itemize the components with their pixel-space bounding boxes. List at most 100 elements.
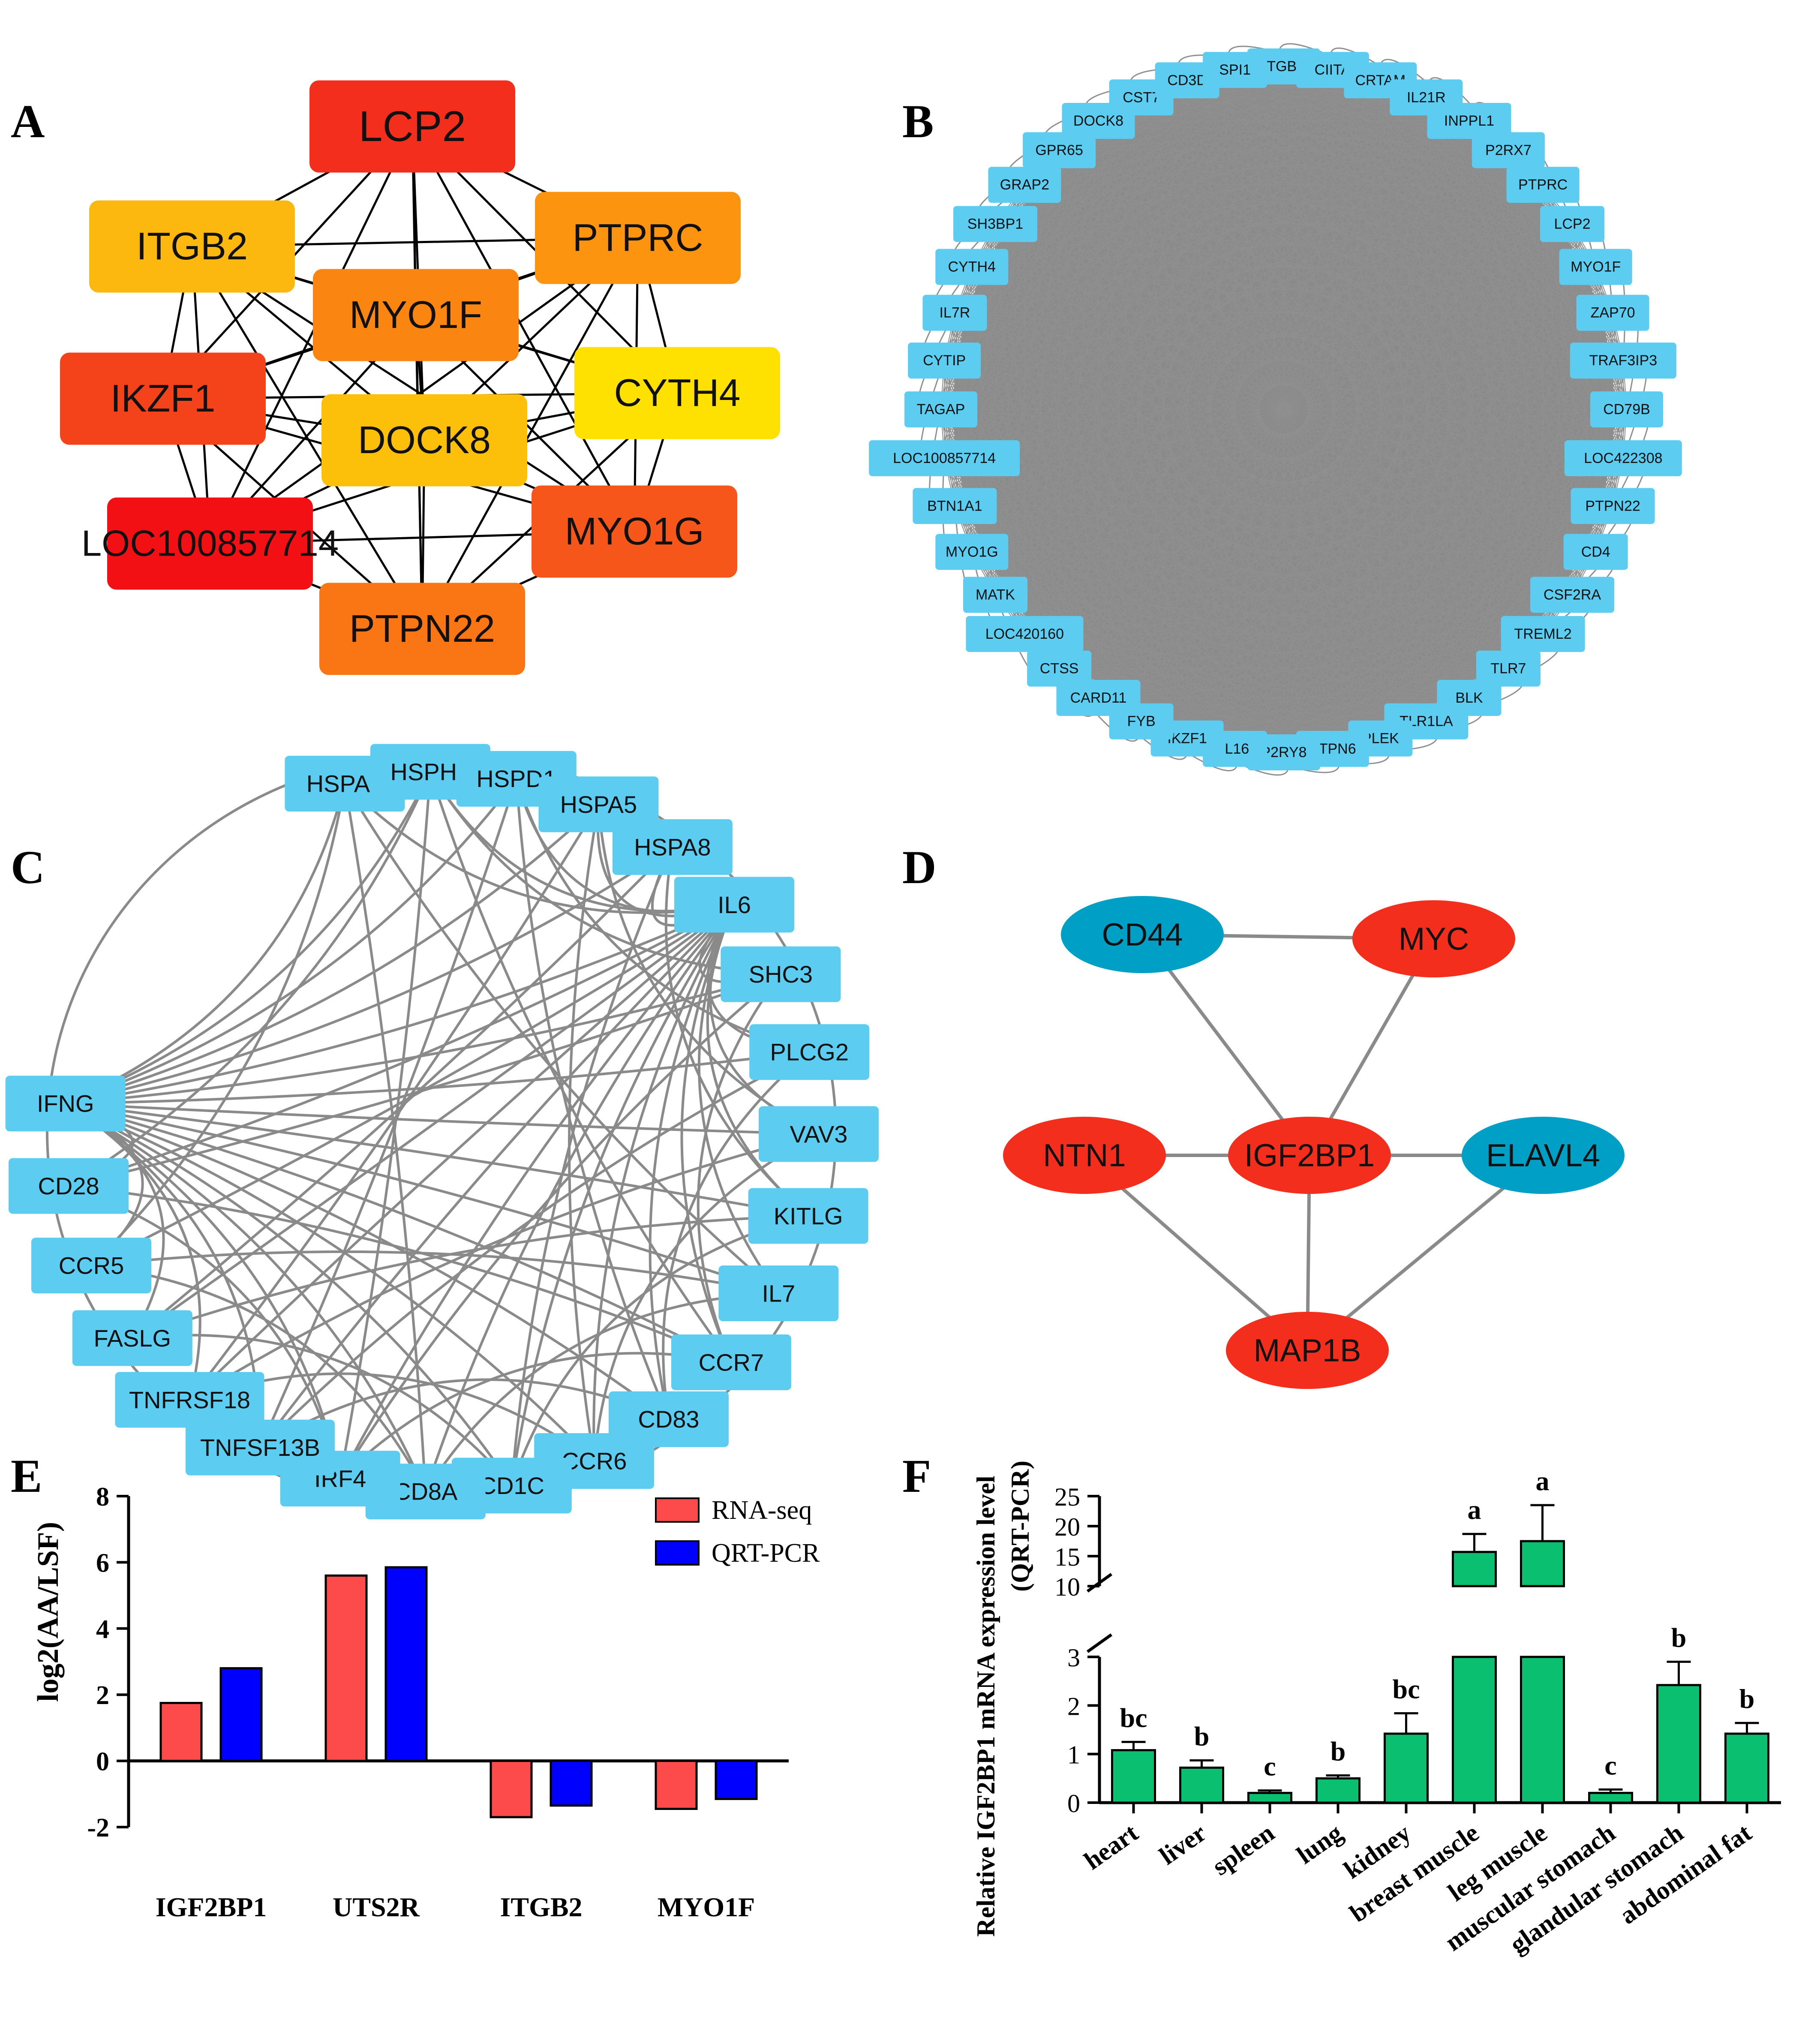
bar-rna-seq-itgb2 [490,1760,533,1819]
node-inppl1 [1427,102,1511,139]
edge [1098,69,1236,698]
edge [1141,97,1469,121]
edge [944,457,1596,553]
edge [1426,267,1596,722]
legend-label: QRT-PCR [712,1539,820,1568]
node-label: LCP2 [1554,216,1590,232]
node-label: CD3D [1167,72,1207,88]
edge [1234,69,1427,721]
edge [944,457,1613,507]
node-label: CD28 [38,1172,99,1199]
edge [944,458,1333,749]
node-label: IL7 [762,1280,795,1307]
edge [1024,184,1381,739]
significance-letter: bc [1393,1674,1420,1704]
node-label: IL16 [1221,741,1249,757]
edge [944,69,1235,361]
node-label: MYO1G [946,544,998,560]
bar-body [1656,1684,1701,1804]
node-cd79b [1590,391,1663,427]
bar-body-upper [1452,1551,1497,1587]
node-myc [1352,900,1515,977]
node-label: CTSS [1040,661,1079,677]
edge [995,80,1188,595]
edge [995,594,1509,669]
edge [954,69,1235,506]
edge [1332,360,1624,749]
node-label: CYTH4 [948,259,996,275]
node-loc422308 [1564,440,1682,476]
edge [1332,70,1381,739]
node-label: CYTIP [923,352,966,369]
y-tick-label: -2 [87,1813,109,1843]
edge [1508,185,1544,669]
node-label: TRAF3IP3 [1589,352,1657,369]
node-label: GRAP2 [1000,177,1049,193]
edge [940,409,1427,722]
bar-body-lower [1452,1656,1497,1804]
significance-letter: b [1194,1721,1210,1751]
node-card11 [1056,680,1141,716]
edge [944,360,1235,749]
node-elavl4 [1462,1117,1625,1194]
edge [1141,551,1596,722]
edge [65,771,432,1105]
edge [1024,184,1142,721]
edge [1186,80,1236,749]
edge [1024,184,1427,722]
edge [515,778,810,1053]
node-p2rx7 [1472,132,1545,168]
bar-qrt-pcr-igf2bp1 [219,1667,263,1762]
edge [510,846,674,1486]
edge [1186,80,1613,507]
edge [995,223,1333,749]
edge [1098,120,1284,753]
edge [1380,80,1613,506]
edge [1024,633,1508,669]
node-label: IKZF1 [1167,730,1207,747]
node-label: MATK [976,587,1015,603]
edge [1024,150,1508,186]
edge [995,360,1624,595]
edge [592,904,736,1461]
node-label: IL6 [718,891,751,918]
node-label: TNFRSF18 [129,1386,250,1413]
edge [1234,69,1624,361]
node-label: VAV3 [790,1121,848,1148]
edge [649,904,736,1420]
edge [65,1102,595,1462]
node-label: CD4 [1581,544,1610,560]
edge [944,80,1188,459]
bar-heart [1111,1740,1156,1804]
significance-letter: c [1604,1750,1616,1780]
edge [1186,80,1470,698]
edge [1141,97,1284,753]
node-label: BLK [1455,690,1483,706]
edge [1234,120,1470,749]
edge [1024,185,1060,669]
edge [1024,312,1613,634]
node-gpr65 [1023,132,1096,168]
node-sh3bp1 [953,206,1037,242]
edge [955,312,1623,361]
node-label: P2RY8 [1261,744,1306,760]
node-itgb2 [89,200,295,293]
edge [1024,184,1613,313]
edge [971,267,1142,722]
edge [1098,120,1596,268]
edge [1059,69,1236,669]
node-myo1f [1559,249,1632,285]
edge [1024,184,1624,459]
edge [1234,69,1470,698]
edge [972,551,1469,698]
node-cd44 [1061,896,1224,973]
edge [1059,150,1573,225]
y-tick-label: 0 [96,1747,109,1776]
node-cyth4 [935,249,1009,285]
node-label: LOC100857714 [893,450,996,466]
edge [1024,97,1142,634]
edge [65,1102,513,1487]
bar-breast-muscle [1452,1533,1497,1804]
